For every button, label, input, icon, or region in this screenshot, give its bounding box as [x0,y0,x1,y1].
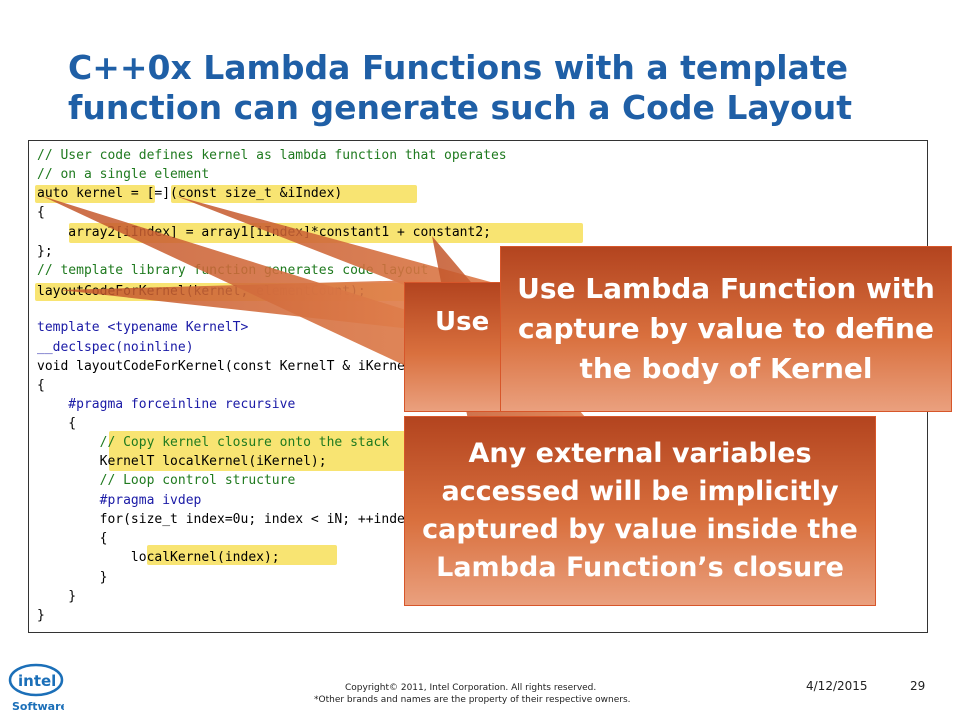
code-line-23: } [37,570,108,585]
code-line-21: { [37,531,108,546]
code-line-10: template <typename KernelT> [37,320,249,335]
code-line-6: }; [37,244,53,259]
footer-page-number: 29 [910,679,926,693]
code-line-2: // on a single element [37,167,210,182]
slide-title: C++0x Lambda Functions with a template f… [68,48,853,127]
code-line-25: } [37,608,45,623]
code-line-24: } [37,589,77,604]
code-line-19: #pragma ivdep [37,493,202,508]
highlight-lambda-head [171,185,417,203]
svg-text:Software: Software [12,700,64,713]
callout-capture-by-value: Any external variables accessed will be … [404,416,876,606]
callout-lambda-function: Use Lambda Function with capture by valu… [500,246,952,412]
code-line-16: // Copy kernel closure onto the stack [37,435,390,450]
code-line-17: KernelT localKernel(iKernel); [37,454,327,469]
code-line-3: auto kernel = [=](const size_t &iIndex) [37,186,343,201]
highlight-local-kernel-call [147,545,337,565]
code-line-11: __declspec(noinline) [37,340,194,355]
highlight-kernel-body [69,223,583,243]
pointer-to-layout-call [60,280,420,330]
footer-trademark: *Other brands and names are the property… [314,695,631,705]
code-line-14: #pragma forceinline recursive [37,397,296,412]
footer-date: 4/12/2015 [806,679,868,693]
code-line-4: { [37,205,45,220]
callout-capture-text: Any external variables accessed will be … [422,438,858,583]
callout-lambda-text: Use Lambda Function with capture by valu… [517,272,935,385]
code-line-22: localKernel(index); [37,550,280,565]
code-line-13: { [37,378,45,393]
svg-text:intel: intel [18,672,56,690]
code-line-15: { [37,416,77,431]
footer-copyright: Copyright© 2011, Intel Corporation. All … [345,683,597,693]
code-line-18: // Loop control structure [37,473,296,488]
highlight-auto-kernel [35,185,155,203]
intel-software-logo: intel Software [8,660,68,716]
code-line-1: // User code defines kernel as lambda fu… [37,148,507,163]
